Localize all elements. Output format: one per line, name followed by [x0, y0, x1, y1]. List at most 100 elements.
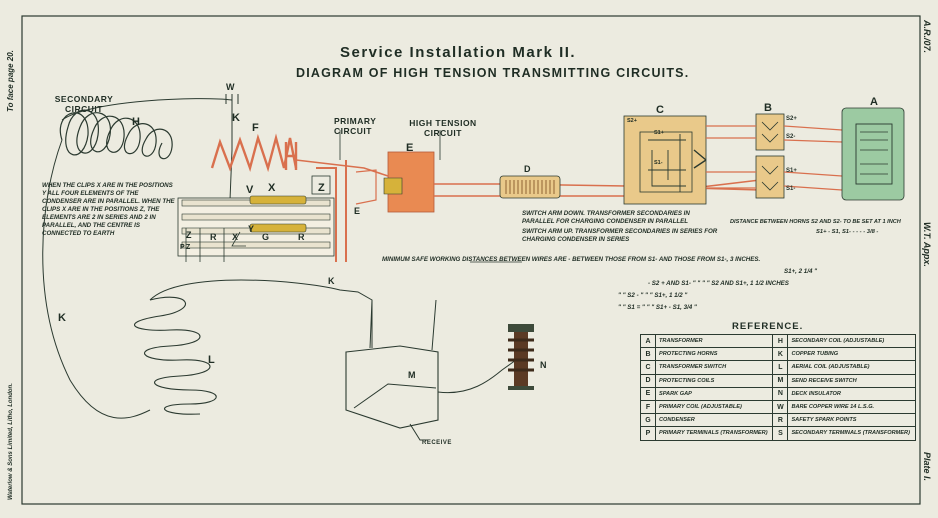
switch-to-horns-wires — [706, 125, 756, 189]
label-high-tension-circuit: HIGH TENSION CIRCUIT — [409, 118, 477, 138]
spark-gap-electrodes — [383, 177, 403, 195]
letter-b: B — [764, 102, 772, 114]
plate-border — [21, 15, 921, 505]
switch-m-receive-lead — [409, 423, 428, 441]
letter-r-left: R — [210, 232, 217, 242]
reference-desc: CONDENSER — [654, 413, 774, 428]
condenser-plate-2 — [181, 213, 331, 221]
letter-l: L — [208, 354, 215, 366]
reference-key: B — [640, 347, 656, 362]
letter-m: M — [408, 370, 416, 380]
left-margin-top-text: To face page 20. — [6, 50, 15, 112]
condenser-clip-bar-2 — [249, 223, 307, 233]
letter-x-bottom: X — [232, 232, 239, 242]
reference-desc: SAFETY SPARK POINTS — [787, 413, 916, 428]
reference-title: REFERENCE. — [732, 321, 804, 332]
left-margin-bottom-text: Waterlow & Sons Limited, Litho, London. — [8, 383, 14, 500]
primary-coil-f — [210, 133, 298, 173]
note-min-safe: MINIMUM SAFE WORKING DISTANCES BETWEEN W… — [382, 256, 761, 263]
reference-key: R — [772, 413, 789, 428]
reference-key: N — [772, 386, 789, 401]
letter-c: C — [656, 104, 664, 116]
dist-row-1: S1+, 2 1/4 " — [784, 268, 818, 275]
reference-desc: SECONDARY COIL (ADJUSTABLE) — [787, 333, 916, 349]
letter-v: V — [246, 184, 254, 196]
letter-d: D — [524, 164, 531, 174]
reference-key: F — [640, 399, 656, 415]
letter-z-right: Z — [318, 182, 325, 194]
primary-circuit-bracket — [339, 130, 441, 160]
reference-desc: SEND RECEIVE SWITCH — [787, 373, 916, 388]
switch-m-to-insulator — [437, 359, 517, 394]
letter-g: G — [262, 232, 270, 242]
reference-key: E — [640, 386, 656, 401]
right-margin-mid-text: W.T. Appx. — [922, 222, 932, 267]
switch-contact-s1-minus: S1- — [654, 160, 663, 166]
horn-marks — [761, 121, 779, 191]
reference-desc: PROTECTING HORNS — [654, 347, 774, 362]
protecting-coil-windings — [505, 180, 555, 194]
letter-z-bottom: Z — [186, 230, 192, 240]
transformer-windings — [860, 131, 888, 175]
reference-key: H — [772, 333, 789, 349]
plate-subtitle: DIAGRAM OF HIGH TENSION TRANSMITTING CIR… — [296, 66, 690, 80]
protecting-horns-b-bottom — [755, 155, 785, 199]
letter-k-top: K — [232, 112, 240, 124]
secondary-lead-wire — [42, 139, 151, 419]
right-margin-bottom-text: Plate I. — [922, 452, 932, 482]
condenser-leads — [185, 228, 246, 262]
letter-r-right: R — [298, 232, 305, 242]
letter-x-top: X — [268, 182, 276, 194]
z-clips — [311, 175, 331, 195]
letter-p: P — [180, 244, 185, 251]
dist-row-4: " " S1 = " " " S1+ - S1, 3/4 " — [618, 304, 697, 311]
switch-contact-s1-plus: S1+ — [654, 130, 664, 136]
right-margin-top-text: A.R./07. — [922, 20, 932, 54]
terminal-s1-plus: S1+ — [786, 168, 797, 174]
terminal-s2-minus: S2- — [786, 134, 796, 140]
reference-desc: BARE COPPER WIRE 14 L.S.G. — [787, 399, 916, 415]
letter-f: F — [252, 122, 259, 134]
reference-desc: DECK INSULATOR — [787, 386, 916, 401]
dist-row-3: " " S2 - " " " S1+, 1 1/2 " — [618, 292, 688, 299]
letter-n: N — [540, 360, 547, 370]
reference-desc: TRANSFORMER SWITCH — [654, 360, 774, 375]
reference-key: W — [772, 399, 789, 415]
transformer-switch-c — [623, 115, 707, 205]
aerial-coil-l — [134, 296, 217, 415]
letter-z-left: Z — [186, 244, 191, 251]
hv-lead-1 — [295, 159, 389, 177]
condenser-clip-bar-1 — [249, 195, 307, 205]
letter-h: H — [132, 116, 140, 128]
deck-insulator-n — [508, 324, 534, 390]
reference-key: G — [640, 413, 656, 428]
transformer-a — [841, 107, 905, 201]
note-clips: WHEN THE CLIPS X ARE IN THE POSITIONS Y … — [42, 182, 175, 237]
reference-desc: AERIAL COIL (ADJUSTABLE) — [787, 360, 916, 375]
letter-e: E — [406, 142, 414, 154]
dist-row-2: - S2 + AND S1- " " " " S2 AND S1+, 1 1/2… — [648, 280, 789, 287]
terminal-s1-minus: S1- — [786, 186, 796, 192]
reference-key: K — [772, 347, 789, 362]
reference-desc: PRIMARY COIL (ADJUSTABLE) — [654, 399, 774, 415]
letter-w: W — [226, 82, 235, 92]
reference-key: C — [640, 360, 656, 375]
bare-wire-w — [225, 94, 239, 104]
label-primary-circuit: PRIMARY CIRCUIT — [334, 116, 377, 136]
plate-title: Service Installation Mark II. — [340, 44, 577, 61]
reference-key: L — [772, 360, 789, 375]
terminal-s2-plus: S2+ — [786, 116, 797, 122]
reference-key: A — [640, 333, 656, 349]
copper-tubing-k — [149, 279, 373, 348]
label-secondary-circuit: SECONDARY CIRCUIT — [54, 94, 114, 114]
